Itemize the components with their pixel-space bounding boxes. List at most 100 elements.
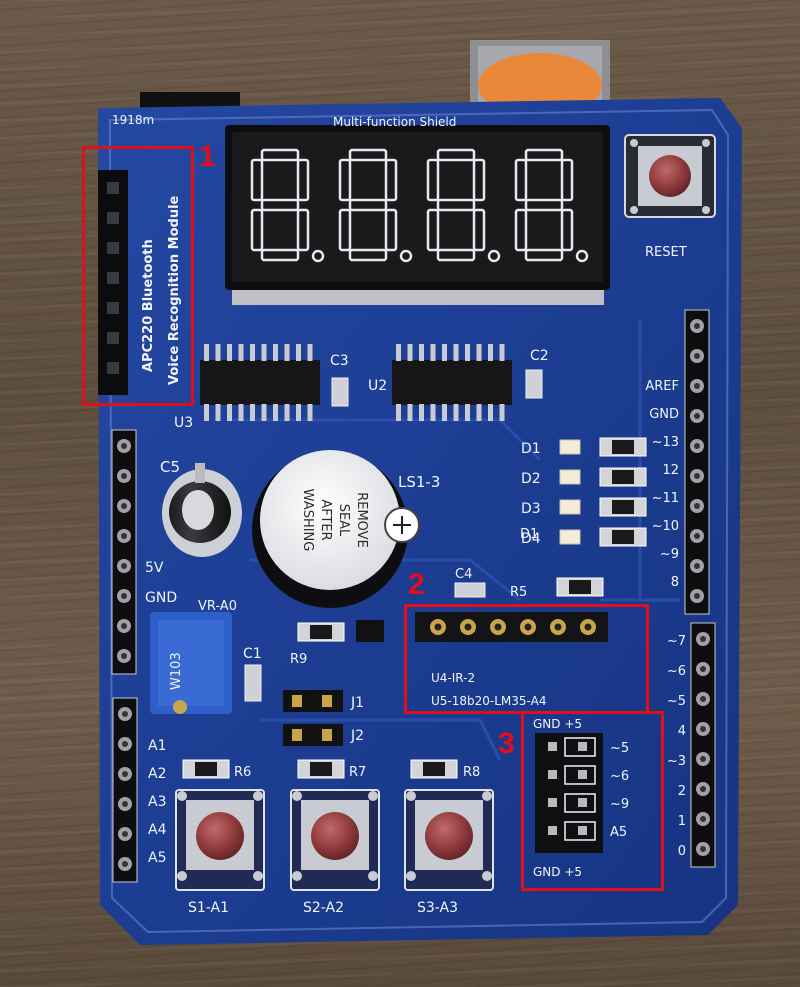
reset-button[interactable] bbox=[624, 134, 716, 218]
cap-c1 bbox=[244, 664, 262, 702]
right-pin-label: 8 bbox=[671, 575, 679, 590]
servo-header bbox=[535, 733, 603, 853]
callout-box-3 bbox=[521, 711, 664, 891]
right-pin-label: 4 bbox=[678, 724, 686, 739]
cap-c2 bbox=[525, 369, 543, 399]
resistor bbox=[297, 622, 345, 642]
left-pin-label: A4 bbox=[148, 822, 167, 838]
right-pin-label: ~10 bbox=[652, 519, 679, 534]
right-pin-label: AREF bbox=[645, 379, 679, 394]
left-pin-label: A5 bbox=[148, 850, 166, 866]
right-pin-label: ~6 bbox=[667, 664, 686, 679]
right-pin-label: ~5 bbox=[667, 694, 686, 709]
callout-number-3: 3 bbox=[498, 727, 515, 760]
resistor-label-r5: R5 bbox=[510, 585, 527, 600]
buzzer-label: LS1-3 bbox=[398, 473, 440, 491]
resistor bbox=[410, 759, 458, 779]
header-top-label: GND +5 bbox=[533, 717, 582, 731]
resistor bbox=[182, 759, 230, 779]
ic-u2 bbox=[392, 344, 512, 421]
jumper-label-j2: J2 bbox=[350, 728, 364, 744]
button-label: S1-A1 bbox=[188, 900, 229, 916]
ic-label-u2: U2 bbox=[368, 378, 387, 394]
callout-number-2: 2 bbox=[408, 568, 425, 601]
right-header-upper bbox=[684, 309, 710, 615]
jumper-label-j1: J1 bbox=[350, 695, 364, 711]
header-pin-label: ~9 bbox=[610, 797, 629, 812]
cap-label-c2: C2 bbox=[530, 348, 549, 364]
left-header-power bbox=[111, 429, 137, 675]
resistor-label-r6: R6 bbox=[234, 765, 251, 780]
right-pin-label: ~13 bbox=[652, 435, 679, 450]
led-label: D2 bbox=[521, 471, 541, 487]
display-digit bbox=[250, 148, 325, 263]
callout-box-2 bbox=[404, 604, 649, 714]
button-label: S2-A2 bbox=[303, 900, 344, 916]
resistor bbox=[297, 759, 345, 779]
jumpers bbox=[283, 690, 343, 746]
callout-number-1: 1 bbox=[199, 140, 216, 173]
cap-label-c4: C4 bbox=[455, 567, 472, 582]
ic-u3 bbox=[200, 344, 320, 421]
pot-code: W103 bbox=[169, 652, 184, 690]
button-label: S3-A3 bbox=[417, 900, 458, 916]
right-pin-label: ~11 bbox=[652, 491, 679, 506]
display-digit bbox=[338, 148, 413, 263]
module-label-1: APC220 Bluetooth bbox=[141, 239, 156, 372]
right-pin-label: ~3 bbox=[667, 754, 686, 769]
buzzer bbox=[252, 450, 420, 608]
module-header bbox=[98, 170, 128, 395]
led-label-d1: D1 bbox=[520, 527, 538, 542]
display-digit bbox=[514, 148, 589, 263]
led-array bbox=[559, 437, 647, 547]
cap-c4 bbox=[454, 582, 486, 598]
capacitor-c5 bbox=[162, 463, 242, 557]
transistor bbox=[356, 620, 384, 642]
cap-label-c5: C5 bbox=[160, 458, 180, 476]
left-pin-label: 5V bbox=[145, 560, 164, 576]
left-pin-label: A2 bbox=[148, 766, 166, 782]
sensor-label-1: U4-IR-2 bbox=[431, 671, 475, 685]
dc-jack-edge bbox=[140, 92, 240, 110]
led-label: D1 bbox=[521, 441, 541, 457]
buzzer-seal-text: REMOVE bbox=[354, 492, 369, 548]
right-pin-label: 0 bbox=[678, 844, 686, 859]
buzzer-seal-text: WASHING bbox=[300, 489, 315, 552]
resistor-label-r7: R7 bbox=[349, 765, 366, 780]
led-label: D3 bbox=[521, 501, 541, 517]
sensor-socket bbox=[415, 612, 608, 642]
led-label: D4 bbox=[521, 531, 541, 547]
buzzer-seal-text: AFTER bbox=[318, 499, 333, 540]
push-button[interactable] bbox=[404, 789, 494, 891]
push-buttons bbox=[175, 789, 494, 891]
potentiometer bbox=[150, 612, 232, 714]
header-pin-label: ~6 bbox=[610, 769, 629, 784]
left-pin-label: A1 bbox=[148, 738, 166, 754]
resistor-label-r8: R8 bbox=[463, 765, 480, 780]
brand-text: 1918m bbox=[112, 113, 154, 127]
right-header-lower bbox=[690, 622, 716, 868]
resistor-label-r9: R9 bbox=[290, 652, 307, 667]
module-label-2: Voice Recognition Module bbox=[167, 195, 182, 385]
seven-segment-display bbox=[225, 125, 610, 305]
board-title: Multi-function Shield bbox=[333, 115, 456, 129]
display-digit bbox=[426, 148, 501, 263]
left-pin-label: A3 bbox=[148, 794, 166, 810]
header-pin-label: ~5 bbox=[610, 741, 629, 756]
header-bottom-label: GND +5 bbox=[533, 865, 582, 879]
header-pin-label: A5 bbox=[610, 825, 627, 840]
callout-box-1 bbox=[82, 146, 194, 406]
resistor bbox=[556, 577, 604, 597]
left-header-analog bbox=[112, 697, 138, 883]
right-pin-label: 1 bbox=[678, 814, 686, 829]
right-pin-label: ~9 bbox=[660, 547, 679, 562]
cap-c3 bbox=[331, 377, 349, 407]
sensor-label-2: U5-18b20-LM35-A4 bbox=[431, 694, 546, 708]
push-button[interactable] bbox=[175, 789, 265, 891]
pot-label: VR-A0 bbox=[198, 599, 237, 614]
cap-label-c3: C3 bbox=[330, 353, 349, 369]
cap-label-c1: C1 bbox=[243, 646, 262, 662]
push-button[interactable] bbox=[290, 789, 380, 891]
right-pin-label: 12 bbox=[662, 463, 679, 478]
